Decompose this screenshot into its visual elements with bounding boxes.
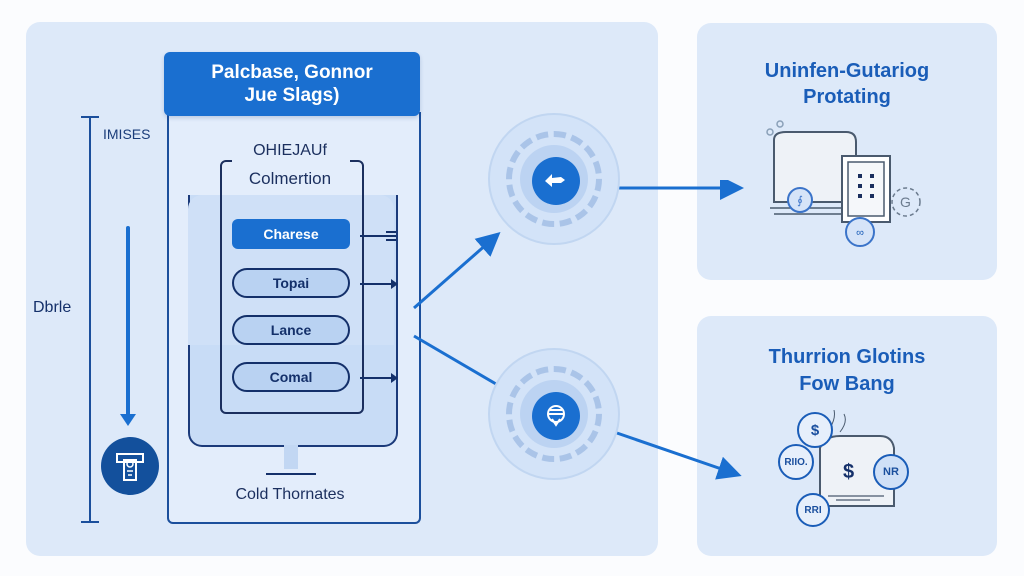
column-subtitle-2: Colmertion [248, 169, 332, 188]
menu-lines-icon-bar [386, 239, 396, 241]
item-lance[interactable]: Lance [232, 315, 350, 345]
down-arrow-shaft [126, 226, 130, 416]
left-axis-bottom-cap [81, 521, 99, 523]
arrow-to-top-hub [413, 232, 501, 310]
arrow-bottom-hub-to-panel [613, 430, 742, 480]
bracket-gap [232, 155, 350, 165]
arrow-from-left-to-bottom-hub [413, 334, 497, 386]
header-line-1: Palcbase, Gonnor [211, 62, 373, 83]
bottom-panel-title-1: Thurrion Glotins [768, 346, 926, 368]
connector-arrows [413, 180, 744, 480]
footer-stem [284, 445, 298, 469]
svg-text:∮: ∮ [797, 195, 803, 207]
coin-right: NR [873, 454, 909, 490]
left-axis-line [89, 117, 91, 523]
item-comal[interactable]: Comal [232, 362, 350, 392]
center-column-header: Palcbase, Gonnor Jue Slags) [164, 52, 420, 116]
left-axis-top-cap [81, 116, 99, 118]
top-panel-title-1: Uninfen-Gutariog [764, 60, 930, 82]
person-portrait-icon [101, 437, 159, 495]
hub-ring [506, 131, 602, 227]
badge-g: G [900, 194, 911, 210]
hub-ring [506, 366, 602, 462]
footer-base-line [266, 473, 316, 475]
axis-top-label: IMISES [103, 126, 151, 142]
menu-lines-icon [360, 235, 396, 237]
shield-globe-icon [532, 392, 580, 440]
dollar-sign-center: $ [843, 461, 855, 483]
top-hub[interactable] [488, 113, 620, 245]
header-line-2: Jue Slags) [244, 85, 340, 106]
item-arrow-topai [360, 279, 398, 289]
devices-illustration: ∮ ∞ [766, 120, 921, 247]
bottom-hub[interactable] [488, 348, 620, 480]
axis-side-label: Dbrle [33, 299, 72, 316]
coin-dollar-top: $ [797, 412, 833, 448]
menu-lines-icon-bar [386, 231, 396, 233]
bottom-panel-title-2: Fow Bang [799, 373, 895, 395]
coin-left: RIIO. [778, 444, 814, 480]
down-arrow-head [120, 414, 136, 426]
item-charese[interactable]: Charese [232, 219, 350, 249]
coin-bottom: RRI [796, 493, 830, 527]
column-subtitle-1: OHIEJAUf [253, 142, 327, 159]
item-arrow-comal [360, 373, 398, 383]
column-footer: Cold Thornates [235, 486, 345, 503]
cloud-arrow-icon [532, 157, 580, 205]
item-topai[interactable]: Topai [232, 268, 350, 298]
svg-text:∞: ∞ [856, 227, 864, 239]
top-panel-title-2: Protating [803, 86, 891, 108]
